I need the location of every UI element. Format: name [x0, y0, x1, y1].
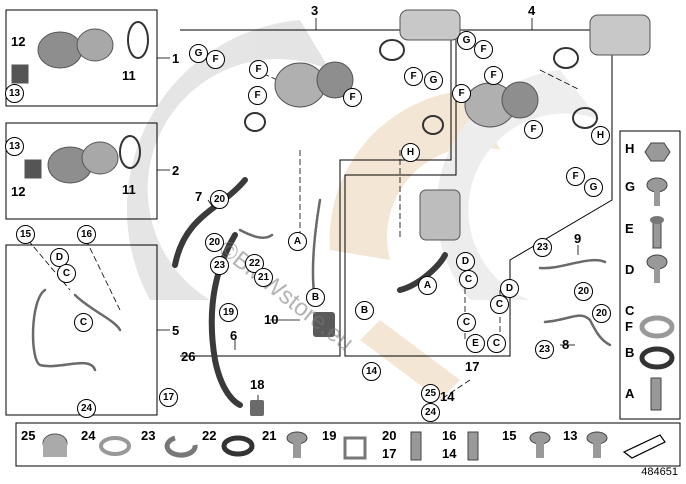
circled-19: 19: [219, 303, 238, 322]
circled-F-10: F: [452, 84, 471, 103]
circled-F-4: F: [404, 67, 423, 86]
callout-10: 10: [264, 312, 279, 327]
legend-right-H: H: [625, 141, 635, 156]
circled-F-8: F: [566, 167, 585, 186]
circled-14-a: 14: [362, 362, 381, 381]
legend-right-A: A: [625, 386, 635, 401]
wastegate-actuator-shape: [250, 312, 335, 416]
legend-bottom-icons: [42, 431, 666, 461]
callout-14-b: 14: [440, 389, 455, 404]
legend-bottom-14: 14: [442, 446, 457, 461]
callout-8: 8: [562, 337, 570, 352]
callout-26: 26: [181, 349, 196, 364]
circled-C-2: C: [74, 313, 93, 332]
circled-24-a: 24: [77, 399, 96, 418]
circled-F-6: F: [484, 66, 503, 85]
legend-bottom-24: 24: [81, 428, 96, 443]
circled-F-5: F: [474, 40, 493, 59]
circled-C-3: C: [459, 270, 478, 289]
circled-20-a: 20: [210, 190, 229, 209]
circled-A-1: A: [288, 232, 307, 251]
callout-3: 3: [311, 3, 319, 18]
legend-right-C: C: [625, 303, 635, 318]
circled-C-1: C: [57, 264, 76, 283]
circled-H-2: H: [591, 126, 610, 145]
circled-F-1: F: [206, 50, 225, 69]
callout-7: 7: [195, 189, 203, 204]
circled-C-4: C: [490, 295, 509, 314]
pipe-shapes: [31, 198, 612, 372]
legend-bottom-21: 21: [262, 428, 277, 443]
circled-B-2: B: [355, 301, 374, 320]
legend-bottom-20: 20: [382, 428, 397, 443]
circled-F-3: F: [343, 88, 362, 107]
callout-11-mid: 11: [122, 182, 136, 197]
circled-23-c: 23: [535, 340, 554, 359]
circled-23-b: 23: [533, 238, 552, 257]
legend-bottom-23: 23: [141, 428, 156, 443]
circled-F-2: F: [249, 60, 268, 79]
circled-G-3: G: [457, 31, 476, 50]
circled-G-2: G: [424, 71, 443, 90]
circled-C-6: C: [487, 334, 506, 353]
circled-20-d: 20: [592, 304, 611, 323]
circled-17-a: 17: [159, 388, 178, 407]
ring-shapes: [119, 21, 598, 169]
callout-5: 5: [172, 323, 180, 338]
circled-H-1: H: [401, 143, 420, 162]
circled-E-1: E: [466, 334, 485, 353]
callout-9: 9: [574, 231, 582, 246]
callout-12-mid: 12: [11, 184, 26, 199]
circled-B-1: B: [306, 288, 325, 307]
circled-24-b: 24: [421, 403, 440, 422]
leader-lines: [157, 18, 579, 405]
watermark-shapes: [126, 20, 600, 400]
circled-20-b: 20: [205, 233, 224, 252]
circled-16: 16: [77, 225, 96, 244]
circled-D-2: D: [456, 252, 475, 271]
legend-bottom-17: 17: [382, 446, 397, 461]
circled-D-3: D: [500, 279, 519, 298]
legend-right-F: F: [625, 319, 633, 334]
callout-1: 1: [172, 51, 180, 66]
circled-F-7: F: [524, 120, 543, 139]
circled-15: 15: [16, 225, 35, 244]
legend-right-E: E: [625, 221, 634, 236]
callout-6: 6: [230, 328, 238, 343]
legend-right-D: D: [625, 262, 635, 277]
circled-A-2: A: [418, 276, 437, 295]
legend-bottom-13: 13: [563, 428, 578, 443]
callout-2: 2: [172, 163, 180, 178]
circled-F-9: F: [248, 86, 267, 105]
circled-G-4: G: [584, 178, 603, 197]
circled-13-top: 13: [5, 84, 24, 103]
legend-bottom-19: 19: [322, 428, 337, 443]
legend-bottom-25: 25: [21, 428, 36, 443]
callout-4: 4: [528, 3, 536, 18]
circled-13-mid: 13: [5, 137, 24, 156]
legend-bottom-22: 22: [202, 428, 217, 443]
callout-11-top: 11: [122, 68, 136, 83]
circled-20-c: 20: [574, 282, 593, 301]
document-number: 484651: [641, 466, 678, 478]
callout-17-b: 17: [465, 359, 480, 374]
legend-right-icons: [639, 142, 675, 411]
legend-right-B: B: [625, 345, 635, 360]
turbocharger-shapes: [11, 9, 651, 241]
callout-18: 18: [250, 377, 265, 392]
legend-bottom-15: 15: [502, 428, 517, 443]
circled-C-5: C: [457, 313, 476, 332]
callout-12-top: 12: [11, 34, 26, 49]
legend-bottom-16: 16: [442, 428, 457, 443]
circled-23-a: 23: [210, 256, 229, 275]
legend-right-G: G: [625, 179, 636, 194]
circled-25: 25: [421, 384, 440, 403]
circled-21: 21: [254, 268, 273, 287]
